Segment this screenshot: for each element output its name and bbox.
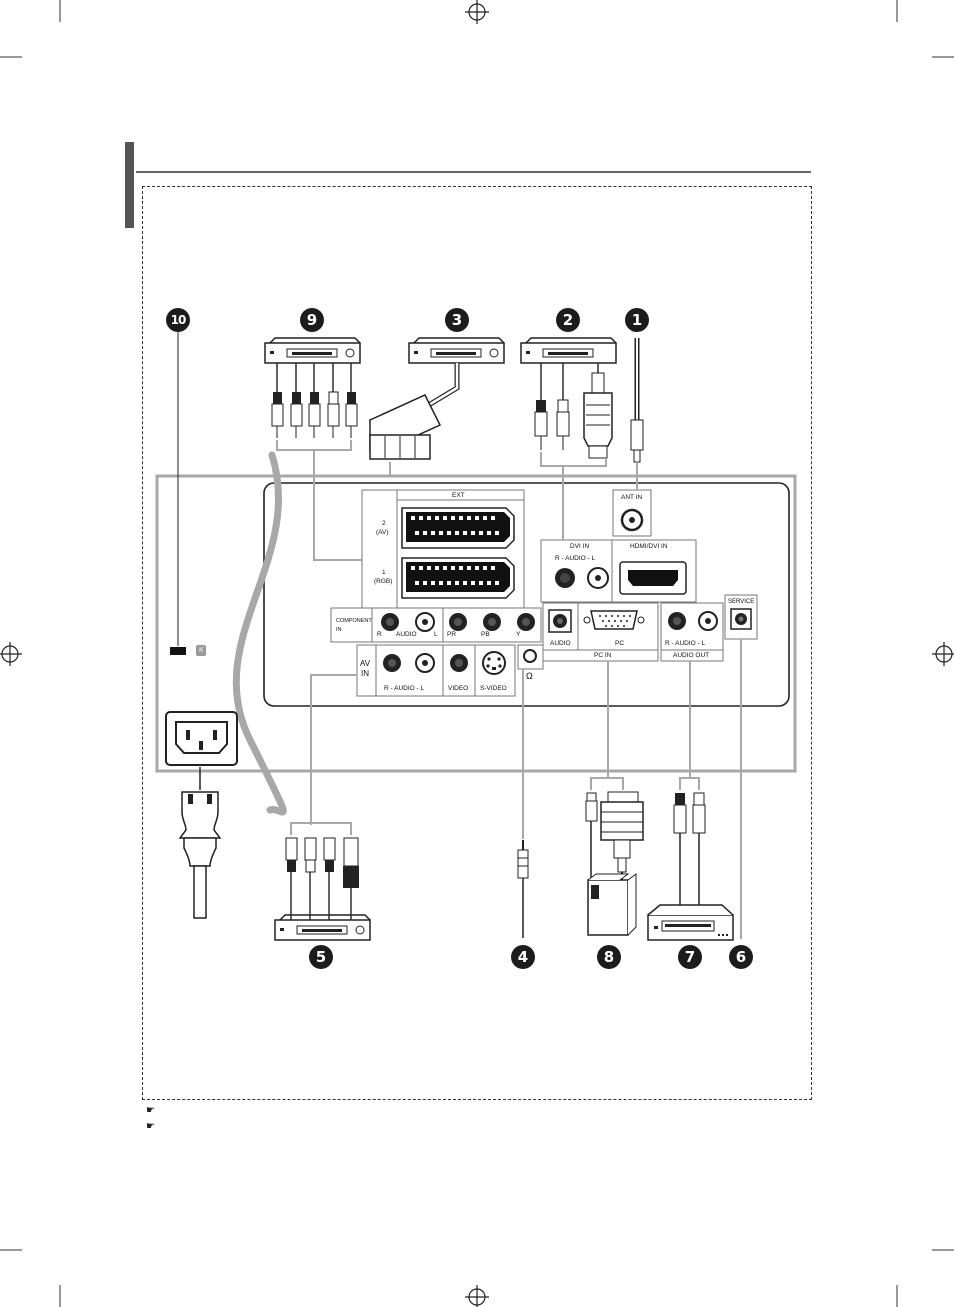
av-audio-label: R - AUDIO - L: [384, 686, 424, 693]
ext-1-sub-label: (RGB): [374, 579, 392, 586]
headphone-jack: [524, 650, 536, 662]
dvi-in-label: DVI IN: [570, 544, 589, 551]
marker-2: 2: [556, 308, 580, 332]
pc-label: PC: [615, 641, 624, 648]
audio-out-rl-label: R - AUDIO - L: [665, 641, 705, 648]
ext-2-sub-label: (AV): [376, 530, 389, 537]
hdmi-dvi-in-label: HDMI/DVI IN: [630, 544, 668, 551]
comp-r-label: R: [377, 632, 382, 639]
device-3: [409, 338, 504, 363]
pc-plugs: [586, 792, 643, 880]
kensington-slot: [170, 647, 186, 655]
comp-pr-label: PR: [447, 632, 456, 639]
marker-8: 8: [597, 945, 621, 969]
comp-pb-label: PB: [481, 632, 490, 639]
marker-10: 10: [166, 308, 190, 332]
ext-2-label: 2: [382, 521, 386, 528]
hdmi-plug: [584, 373, 612, 458]
ext-1-label: 1: [382, 570, 386, 577]
av-in-label-1: AV: [360, 660, 370, 668]
headphone-plug: [518, 840, 528, 938]
vga-port: [591, 611, 637, 629]
pc-tower: [588, 874, 636, 935]
service-label: SERVICE: [728, 599, 754, 605]
device-2: [521, 338, 616, 363]
rca-plugs-5: [286, 838, 359, 920]
device-9: [265, 338, 360, 363]
component-in-label-2: IN: [336, 628, 342, 634]
marker-4: 4: [511, 945, 535, 969]
marker-9: 9: [300, 308, 324, 332]
dvi-audio-label: R - AUDIO - L: [555, 556, 595, 563]
marker-3: 3: [445, 308, 469, 332]
comp-y-label: Y: [516, 632, 520, 639]
marker-7: 7: [678, 945, 702, 969]
scart-1-port: [402, 558, 514, 598]
av-svideo-label: S-VIDEO: [480, 686, 507, 693]
pointing-hand-icon: ☛: [146, 1105, 155, 1116]
pc-in-label: PC IN: [594, 653, 611, 660]
rca-plugs-7: [674, 793, 705, 905]
s-video-port: [483, 652, 505, 674]
device-7: [648, 905, 733, 940]
scart-2-port: [402, 508, 514, 548]
headphone-label: Ω: [526, 672, 533, 681]
audio-out-label: AUDIO OUT: [673, 653, 709, 660]
marker-6: 6: [729, 945, 753, 969]
rca-plugs-9: [272, 392, 357, 438]
comp-l-label: L: [434, 632, 438, 639]
kensington-label: K: [199, 647, 204, 654]
av-in-label-2: IN: [361, 670, 369, 678]
power-plug: [180, 792, 220, 838]
marker-5: 5: [309, 945, 333, 969]
ant-in-label: ANT IN: [621, 495, 642, 502]
av-video-label: VIDEO: [448, 686, 468, 693]
scart-plug: [370, 395, 440, 459]
component-in-label-1: COMPONENT: [336, 619, 372, 625]
device-5: [275, 915, 370, 940]
pc-audio-label: AUDIO: [550, 641, 571, 648]
pointing-hand-icon: ☛: [146, 1121, 155, 1132]
marker-1: 1: [625, 308, 649, 332]
antenna-cable: [631, 338, 643, 462]
ext-label: EXT: [452, 493, 465, 500]
comp-audio-label: AUDIO: [396, 632, 417, 639]
